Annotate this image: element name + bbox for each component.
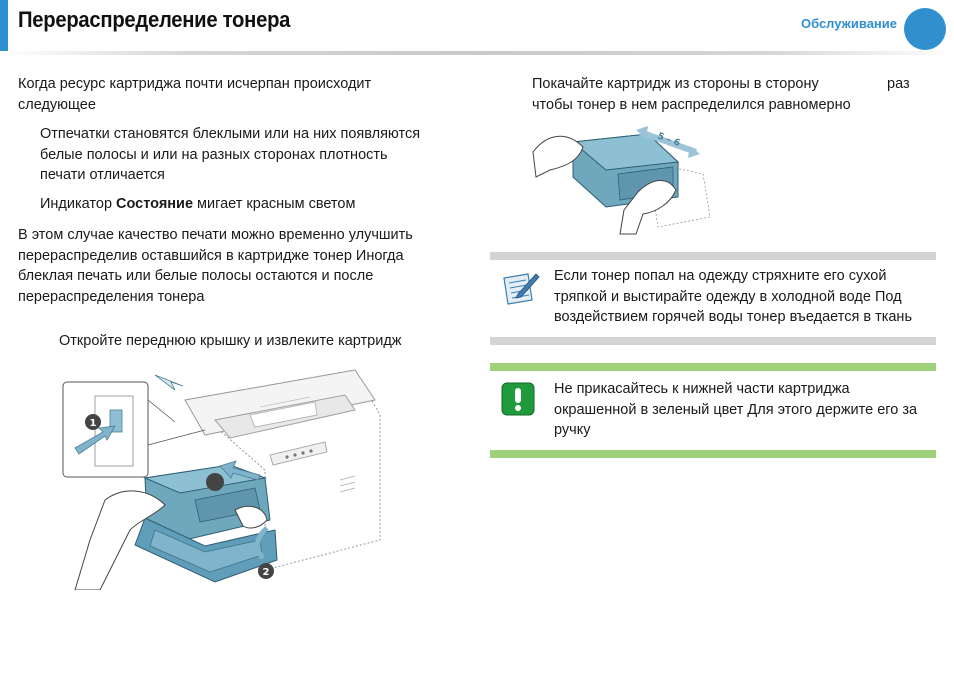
bullet1-line-1: Отпечатки становятся блеклыми или на них… bbox=[40, 126, 421, 142]
callout-number-1: 1 bbox=[90, 418, 97, 429]
warning-line-3: ручку bbox=[554, 422, 591, 438]
para-line-4: перераспределения тонера bbox=[18, 288, 205, 305]
section-label[interactable]: Обслуживание bbox=[800, 16, 897, 31]
note-pencil-icon bbox=[503, 273, 540, 305]
step2-line-2: чтобы тонер в нем распределился равномер… bbox=[532, 96, 851, 113]
status-indicator-name: Состояние bbox=[116, 196, 194, 212]
note-text: Если тонер попал на одежду стряхните его… bbox=[554, 266, 912, 328]
page-number-circle bbox=[904, 8, 946, 50]
note-bottom-bar bbox=[490, 337, 936, 345]
step2-times: раз bbox=[887, 76, 910, 92]
warning-exclamation-icon bbox=[501, 382, 535, 416]
warning-line-2: окрашенной в зеленый цвет Для этого держ… bbox=[554, 401, 918, 418]
intro-paragraph: Когда ресурс картриджа почти исчерпан пр… bbox=[18, 74, 473, 115]
callout-number-2: 2 bbox=[263, 567, 270, 578]
explanation-paragraph: В этом случае качество печати можно врем… bbox=[18, 225, 473, 307]
intro-line-2: следующее bbox=[18, 96, 96, 113]
note-line-3: воздействием горячей воды тонер въедаетс… bbox=[554, 309, 912, 325]
warning-box: Не прикасайтесь к нижней части картриджа… bbox=[490, 363, 936, 458]
page-header: Перераспределение тонера Обслуживание bbox=[0, 0, 954, 52]
header-accent-bar bbox=[0, 0, 8, 52]
step-1-text: Откройте переднюю крышку и извлеките кар… bbox=[59, 333, 402, 349]
warning-text: Не прикасайтесь к нижней части картриджа… bbox=[554, 379, 917, 441]
bullet2-prefix: Индикатор bbox=[40, 196, 117, 212]
warning-bottom-bar bbox=[490, 450, 936, 458]
intro-line-1: Когда ресурс картриджа почти исчерпан пр… bbox=[18, 76, 372, 92]
shake-cartridge-illustration: 5 – 6 bbox=[532, 126, 711, 235]
bullet-status-led: Индикатор Состояние мигает красным свето… bbox=[40, 194, 470, 215]
step-2-text: Покачайте картридж из стороны в сторону … bbox=[532, 74, 942, 115]
bullet1-line-2: белые полосы и или на разных сторонах пл… bbox=[40, 146, 388, 163]
printer-cartridge-removal-illustration: 1 2 bbox=[62, 369, 381, 590]
warning-line-1: Не прикасайтесь к нижней части картриджа bbox=[554, 381, 850, 397]
header-divider bbox=[0, 51, 954, 55]
step2-line-1: Покачайте картридж из стороны в сторону bbox=[532, 76, 819, 92]
note-top-bar bbox=[490, 252, 936, 260]
note-line-1: Если тонер попал на одежду стряхните его… bbox=[554, 268, 887, 284]
para-line-3: блеклая печать или белые полосы остаются… bbox=[18, 268, 374, 284]
bullet2-suffix: мигает красным светом bbox=[193, 196, 356, 212]
note-box: Если тонер попал на одежду стряхните его… bbox=[490, 252, 936, 345]
page-title: Перераспределение тонера bbox=[18, 7, 291, 32]
note-line-2: тряпкой и выстирайте одежду в холодной в… bbox=[554, 288, 902, 305]
warning-top-bar bbox=[490, 363, 936, 371]
bullet1-line-3: печати отличается bbox=[40, 167, 165, 183]
bullet-faded-prints: Отпечатки становятся блеклыми или на них… bbox=[40, 124, 470, 186]
para-line-2: перераспределив оставшийся в картридже т… bbox=[18, 247, 404, 264]
para-line-1: В этом случае качество печати можно врем… bbox=[18, 227, 413, 243]
